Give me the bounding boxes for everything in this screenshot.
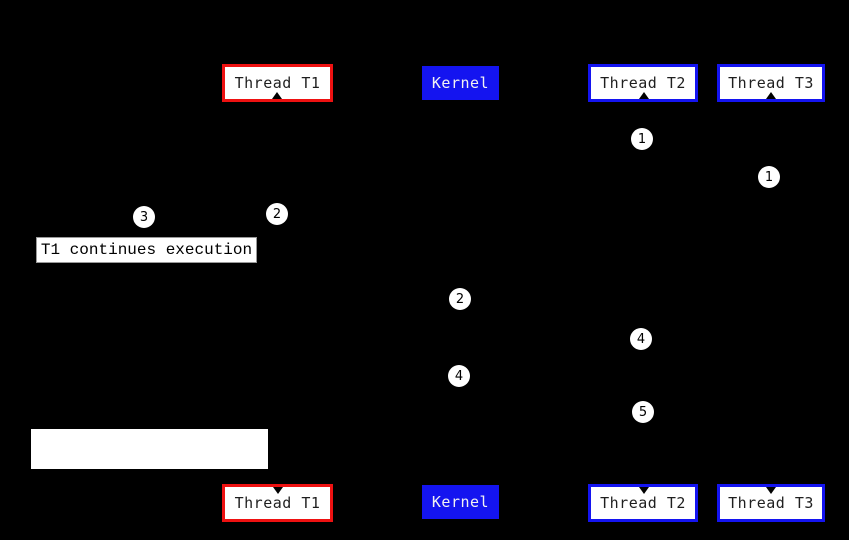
step-marker-2-kernel: 2	[449, 288, 471, 310]
arrow-tip-t2-top-icon	[639, 92, 649, 99]
step-marker-1-thread-t3: 1	[758, 166, 780, 188]
arrow-tip-t1-top-icon	[272, 92, 282, 99]
box-thread-t1-bottom: Thread T1	[222, 484, 333, 522]
arrow-tip-t1-bottom-icon	[273, 487, 283, 494]
step-marker-2-thread-t1: 2	[266, 203, 288, 225]
step-marker-4-thread-t2: 4	[630, 328, 652, 350]
step-marker-3: 3	[133, 206, 155, 228]
blank-label-box	[31, 429, 268, 469]
arrow-tip-t2-bottom-icon	[639, 487, 649, 494]
box-kernel-bottom: Kernel	[422, 485, 499, 519]
step-marker-4-kernel: 4	[448, 365, 470, 387]
step-marker-1-thread-t2: 1	[631, 128, 653, 150]
box-kernel-top: Kernel	[422, 66, 499, 100]
arrow-tip-t3-top-icon	[766, 92, 776, 99]
arrow-tip-t3-bottom-icon	[766, 487, 776, 494]
annotation-t1-continues: T1 continues execution	[36, 237, 257, 263]
step-marker-5: 5	[632, 401, 654, 423]
